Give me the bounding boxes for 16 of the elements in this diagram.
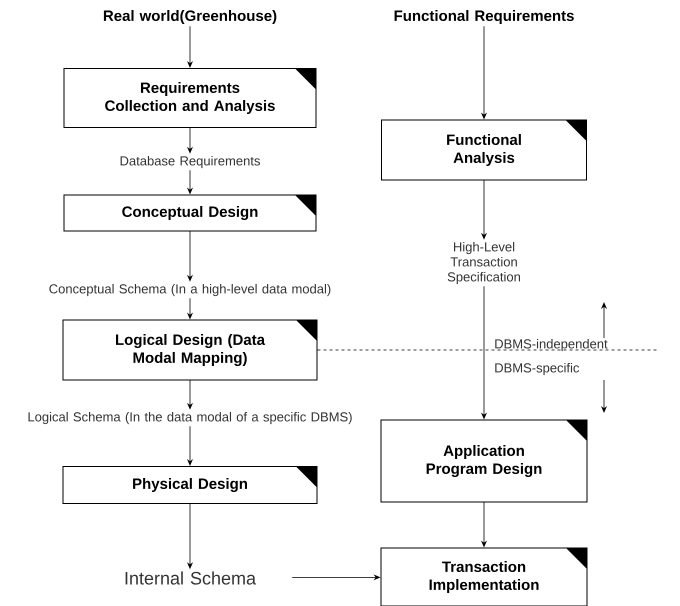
data-label: Internal Schema xyxy=(126,571,256,585)
process-box: Requirements Collection and Analysis xyxy=(64,68,316,128)
process-box: Logical Design (Data Modal Mapping) xyxy=(62,320,318,380)
process-box: Physical Design xyxy=(62,466,318,504)
process-box: Functional Analysis xyxy=(381,120,587,180)
data-label: Logical Schema (In the data modal of a specific DBMS) xyxy=(28,412,352,424)
process-box: Conceptual Design xyxy=(64,194,316,232)
heading-text: Functional Requirements xyxy=(394,10,574,24)
data-label: High-Level Transaction Specification xyxy=(448,242,520,284)
region-label: DBMS-independent xyxy=(495,338,608,352)
process-box: Transaction Implementation xyxy=(380,548,588,606)
region-label: DBMS-specific xyxy=(495,362,580,376)
data-label: Database Requirements xyxy=(120,156,260,168)
heading-text: Real world(Greenhouse) xyxy=(104,10,276,24)
data-label: Conceptual Schema (In a high-level data modal) xyxy=(49,284,330,296)
process-box: Application Program Design xyxy=(380,420,588,502)
